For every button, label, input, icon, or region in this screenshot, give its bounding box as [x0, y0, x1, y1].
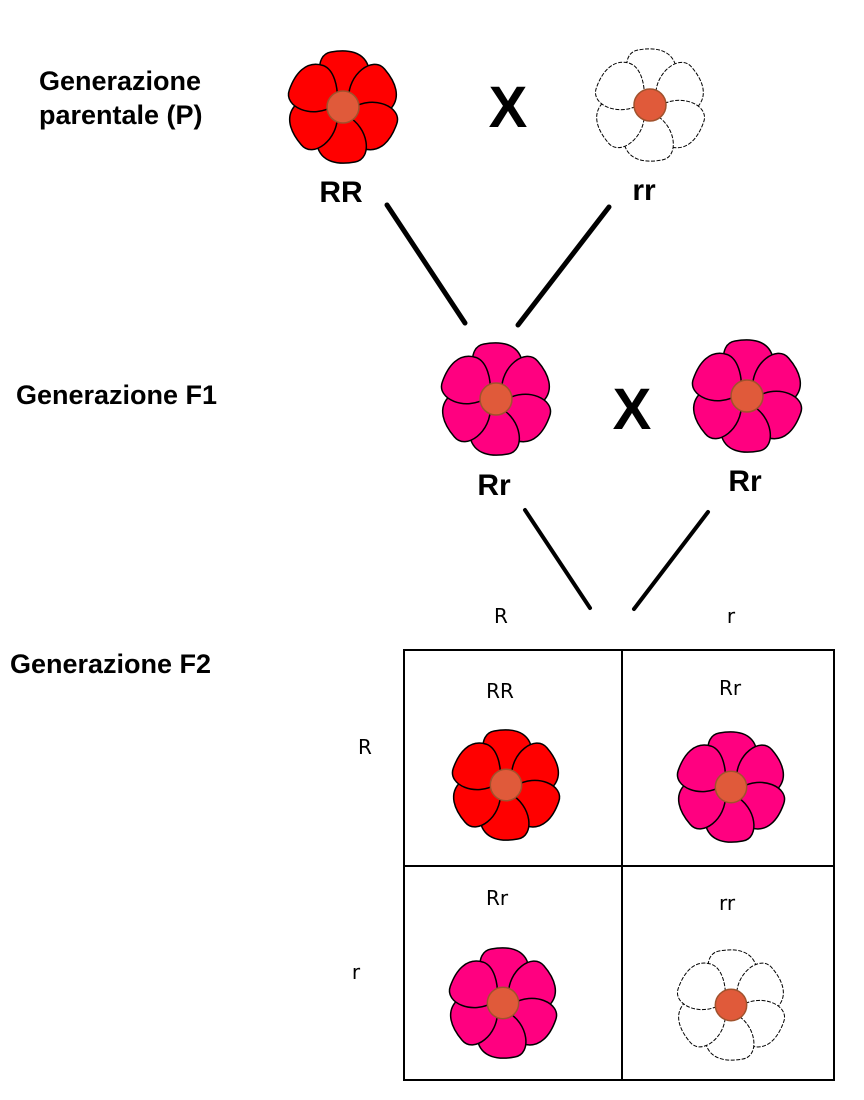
petal [448, 960, 499, 1009]
punnett-cell-4-genotype: rr [718, 891, 736, 915]
petal [595, 61, 645, 111]
genotype-f1-right: Rr [728, 465, 762, 498]
label-parental-line2: parentale (P) [39, 100, 203, 130]
flower-center [633, 88, 667, 122]
punnett-square [403, 649, 835, 1081]
punnett-col-allele-1: R [494, 604, 508, 628]
punnett-col-allele-2: r [726, 604, 736, 628]
punnett-row-allele-1: R [358, 735, 372, 759]
flower-center [714, 988, 748, 1022]
flower-center [486, 986, 520, 1020]
petal [678, 997, 726, 1048]
petal [676, 962, 726, 1011]
petal [451, 742, 502, 791]
petal [676, 744, 727, 793]
genotype-f1-left: Rr [477, 469, 511, 502]
punnett-cell-3-genotype: Rr [485, 886, 509, 910]
genotype-parental-right: rr [632, 174, 656, 207]
label-parental-line1: Generazione [39, 66, 202, 96]
flower-center [326, 90, 360, 124]
petal [287, 63, 339, 113]
punnett-cell-4-flower [676, 949, 786, 1061]
flower-center [489, 768, 523, 802]
line-p-right-to-f1 [515, 204, 612, 328]
punnett-row-allele-2: r [351, 960, 361, 984]
label-parental-generation: Generazione parentale (P) [39, 64, 203, 132]
line-f1-left-to-f2 [523, 508, 592, 610]
flower-center [714, 770, 748, 804]
line-f1-right-to-f2 [632, 510, 710, 611]
punnett-cell-1-flower [451, 729, 561, 841]
punnett-cell-2-genotype: Rr [718, 676, 742, 700]
petal [691, 352, 743, 402]
punnett-cell-3-flower [448, 947, 558, 1059]
punnett-divider-horizontal [405, 865, 833, 867]
petal [736, 962, 784, 1013]
flower-center [730, 379, 764, 413]
label-f1-generation: Generazione F1 [16, 380, 218, 410]
flower-parental-left [287, 50, 399, 164]
punnett-cell-2-flower [676, 731, 786, 843]
cross-symbol-f1: X [612, 377, 652, 442]
flower-f1-left [440, 342, 552, 456]
flower-f1-right [691, 339, 803, 453]
flower-center [479, 382, 513, 416]
cross-symbol-parental: X [488, 75, 528, 140]
flower-parental-right [595, 48, 705, 162]
line-p-left-to-f1 [384, 202, 468, 326]
petal [440, 355, 492, 405]
genotype-parental-left: RR [319, 176, 363, 209]
label-f2-generation: Generazione F2 [10, 649, 212, 679]
punnett-cell-1-genotype: RR [486, 679, 514, 703]
